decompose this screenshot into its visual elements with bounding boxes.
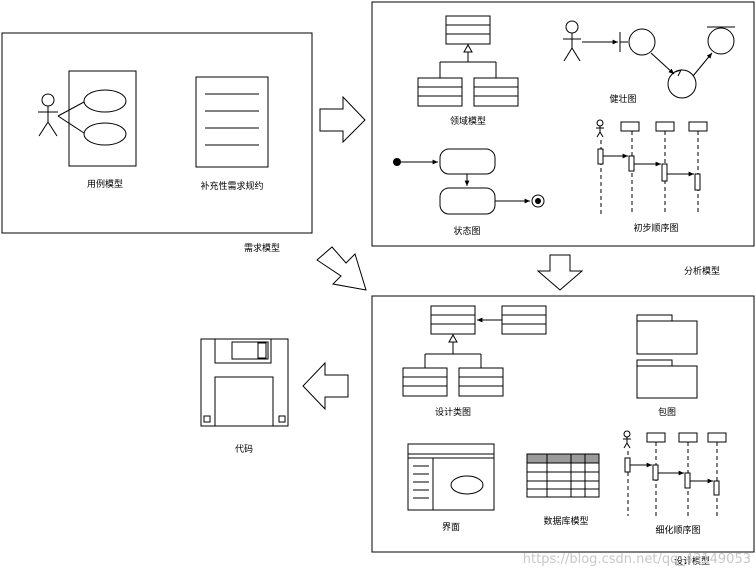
code-label: 代码 bbox=[235, 444, 253, 455]
database-table-icon bbox=[526, 453, 600, 498]
supplementary-spec-label: 补充性需求规约 bbox=[200, 180, 263, 192]
domain-class-diagram-icon bbox=[417, 15, 519, 107]
analysis-model-label: 分析模型 bbox=[684, 265, 720, 277]
floppy-disk-icon bbox=[200, 338, 289, 427]
design-class-diagram-icon bbox=[402, 305, 547, 397]
document-icon bbox=[195, 76, 269, 168]
arrow-right-icon bbox=[319, 95, 366, 144]
robustness-diagram-icon bbox=[563, 20, 735, 99]
arrow-down-icon bbox=[536, 254, 584, 291]
design-model-label: 设计模型 bbox=[674, 555, 710, 567]
arrow-diagonal-icon bbox=[316, 246, 367, 291]
domain-model-label: 领域模型 bbox=[450, 115, 486, 127]
state-diagram-icon bbox=[393, 148, 545, 215]
analysis-model-box: 领域模型 健壮图 bbox=[371, 1, 755, 247]
detailed-sequence-label: 细化顺序图 bbox=[655, 524, 700, 536]
use-case-model-label: 用例模型 bbox=[87, 178, 123, 190]
actor-icon bbox=[38, 93, 58, 137]
ui-window-icon bbox=[407, 443, 495, 511]
detailed-sequence-diagram-icon bbox=[623, 430, 727, 516]
package-icon bbox=[636, 314, 698, 399]
ui-label: 界面 bbox=[442, 522, 460, 533]
initial-sequence-label: 初步顺序图 bbox=[633, 222, 678, 234]
robustness-diagram-label: 健壮图 bbox=[609, 93, 636, 105]
arrow-left-icon bbox=[302, 361, 349, 411]
use-case-icon bbox=[57, 70, 137, 167]
requirements-model-box: 用例模型 补充性需求规约 bbox=[1, 32, 313, 234]
initial-sequence-diagram-icon bbox=[596, 119, 708, 215]
watermark-text: https://blog.csdn.net/qq_43149053 bbox=[523, 552, 751, 567]
requirements-model-label: 需求模型 bbox=[244, 242, 280, 254]
package-diagram-label: 包图 bbox=[658, 406, 676, 418]
design-model-box: 设计类图 包图 界面 bbox=[371, 295, 755, 553]
database-model-label: 数据库模型 bbox=[543, 515, 588, 527]
design-class-diagram-label: 设计类图 bbox=[435, 406, 471, 418]
state-diagram-label: 状态图 bbox=[453, 225, 480, 237]
